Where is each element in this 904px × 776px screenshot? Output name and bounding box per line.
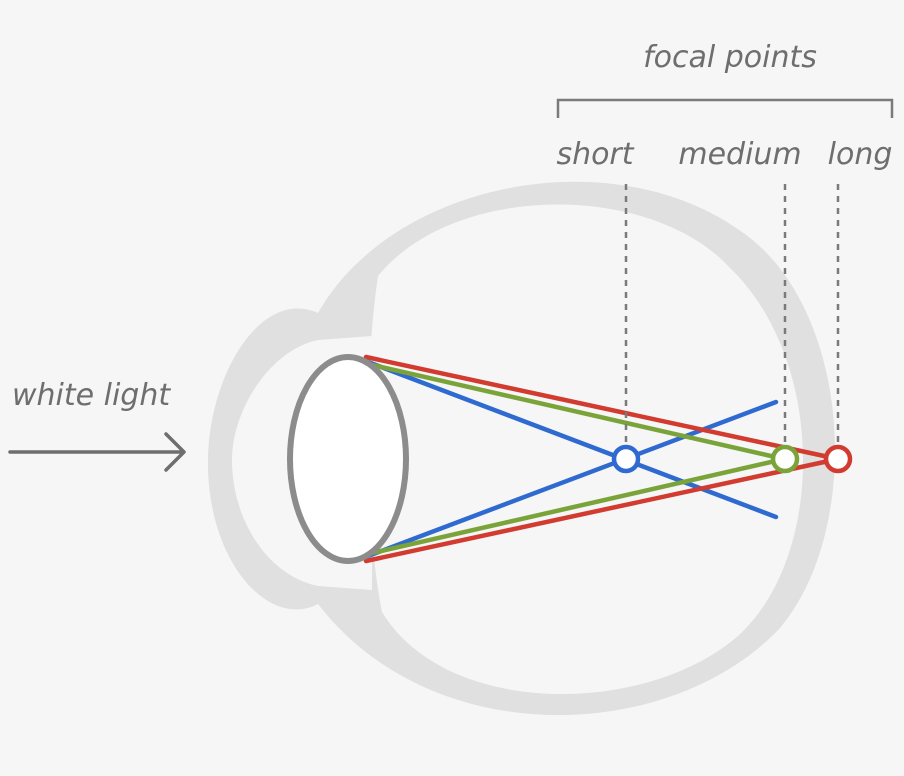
eyeball-interior xyxy=(367,204,804,694)
short-ray-bottom xyxy=(365,399,779,559)
short-focal-point xyxy=(611,444,641,474)
medium-ray-top xyxy=(365,361,787,462)
lens xyxy=(287,354,409,564)
long-ray-top xyxy=(363,354,841,462)
medium-focal-point xyxy=(770,444,800,474)
focal-leader-lines xyxy=(624,184,840,444)
short-label: short xyxy=(556,137,634,172)
eyeball xyxy=(207,181,835,716)
long-ray-bottom xyxy=(363,456,841,564)
medium-ray-bottom xyxy=(365,456,787,557)
long-label: long xyxy=(828,137,893,172)
incoming-light-arrow-icon xyxy=(8,432,186,472)
long-focal-point xyxy=(823,444,853,474)
light-rays xyxy=(363,354,841,564)
focal-point-markers xyxy=(611,444,853,474)
white-light-label: white light xyxy=(12,378,171,413)
medium-label: medium xyxy=(678,137,801,172)
focal-points-bracket xyxy=(556,98,894,118)
short-ray-top xyxy=(365,359,779,520)
focal-points-label: focal points xyxy=(643,40,817,75)
